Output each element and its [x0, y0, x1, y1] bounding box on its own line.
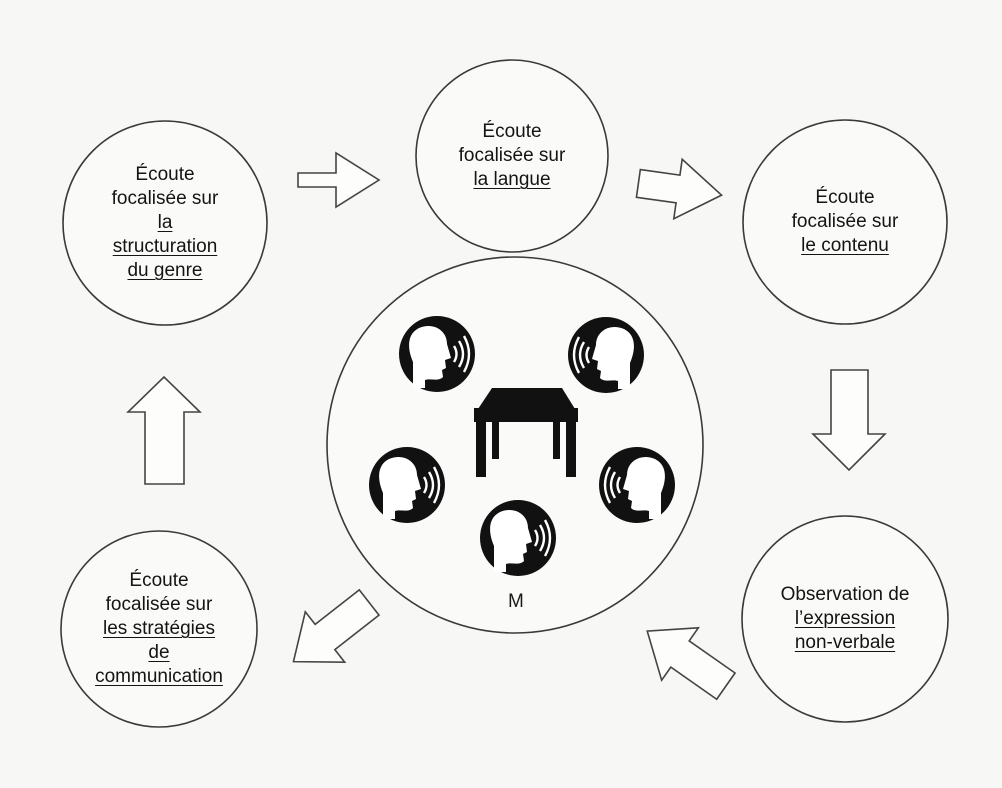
circle-langue: [415, 59, 609, 253]
arrow-center-to-strategies: [292, 588, 381, 664]
node-genre: Écoute focalisée sur la structuration du…: [65, 123, 265, 323]
node-contenu: Écoute focalisée sur le contenu: [745, 122, 945, 322]
circle-center: [326, 256, 704, 634]
node-langue: Écoute focalisée sur la langue: [416, 60, 608, 252]
node-contenu-line-1: Écoute: [815, 187, 875, 208]
speaking-head-icon: [566, 315, 646, 395]
table-icon: [474, 388, 578, 477]
node-genre-line-1: Écoute: [135, 164, 195, 185]
node-langue-focus-1: la langue: [473, 169, 551, 190]
node-genre-line-2: focalisée sur: [111, 188, 219, 209]
center-label: M: [508, 591, 524, 612]
node-strategies-focus-1: les stratégies: [103, 618, 215, 639]
arrow-strategies-to-genre: [126, 375, 202, 485]
node-nonverbal-focus-1: l’expression: [794, 608, 896, 629]
arrow-langue-to-contenu: [635, 157, 723, 221]
node-nonverbal: Observation de l’expression non-verbale: [745, 519, 945, 719]
node-nonverbal-focus-2: non-verbale: [794, 632, 896, 653]
node-strategies: Écoute focalisée sur les stratégies de c…: [61, 531, 257, 727]
circle-genre: [62, 120, 268, 326]
circle-nonverbal: [741, 515, 949, 723]
node-genre-focus-3: du genre: [127, 260, 203, 281]
node-genre-focus-2: structuration: [112, 236, 218, 257]
node-strategies-line-1: Écoute: [129, 570, 189, 591]
node-langue-line-2: focalisée sur: [458, 145, 566, 166]
circle-strategies: [60, 530, 258, 728]
arrow-contenu-to-nonverbal: [811, 369, 887, 472]
speaking-head-icon: [397, 314, 477, 394]
node-contenu-line-2: focalisée sur: [791, 211, 899, 232]
node-strategies-focus-3: communication: [95, 666, 223, 687]
node-strategies-line-2: focalisée sur: [105, 594, 213, 615]
node-strategies-focus-2: de: [148, 642, 170, 663]
speaking-head-icon: [367, 445, 447, 525]
speaking-head-icon: [597, 445, 677, 525]
arrow-genre-to-langue: [297, 151, 381, 209]
node-nonverbal-line-1: Observation de: [780, 584, 910, 605]
node-contenu-focus-1: le contenu: [801, 235, 889, 256]
speaking-head-icon: [478, 498, 558, 578]
arrow-nonverbal-to-center: [646, 626, 737, 701]
node-genre-focus-1: la: [157, 212, 173, 233]
circle-contenu: [742, 119, 948, 325]
node-langue-line-1: Écoute: [482, 121, 542, 142]
